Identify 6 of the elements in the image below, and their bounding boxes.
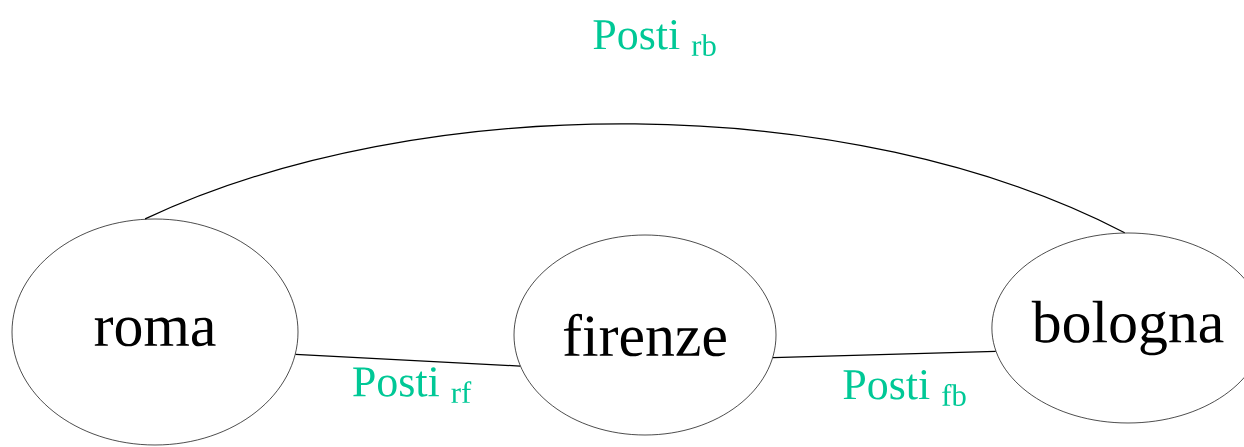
edge-label: Posti $_{rf}$ [350,365,474,405]
edge-label: Posti $_{fb}$ [840,368,970,408]
connector-line [144,123,1126,234]
edge-label: Posti $_{rb}$ [590,18,720,58]
connector-line [772,350,997,359]
connector-line [294,353,521,367]
